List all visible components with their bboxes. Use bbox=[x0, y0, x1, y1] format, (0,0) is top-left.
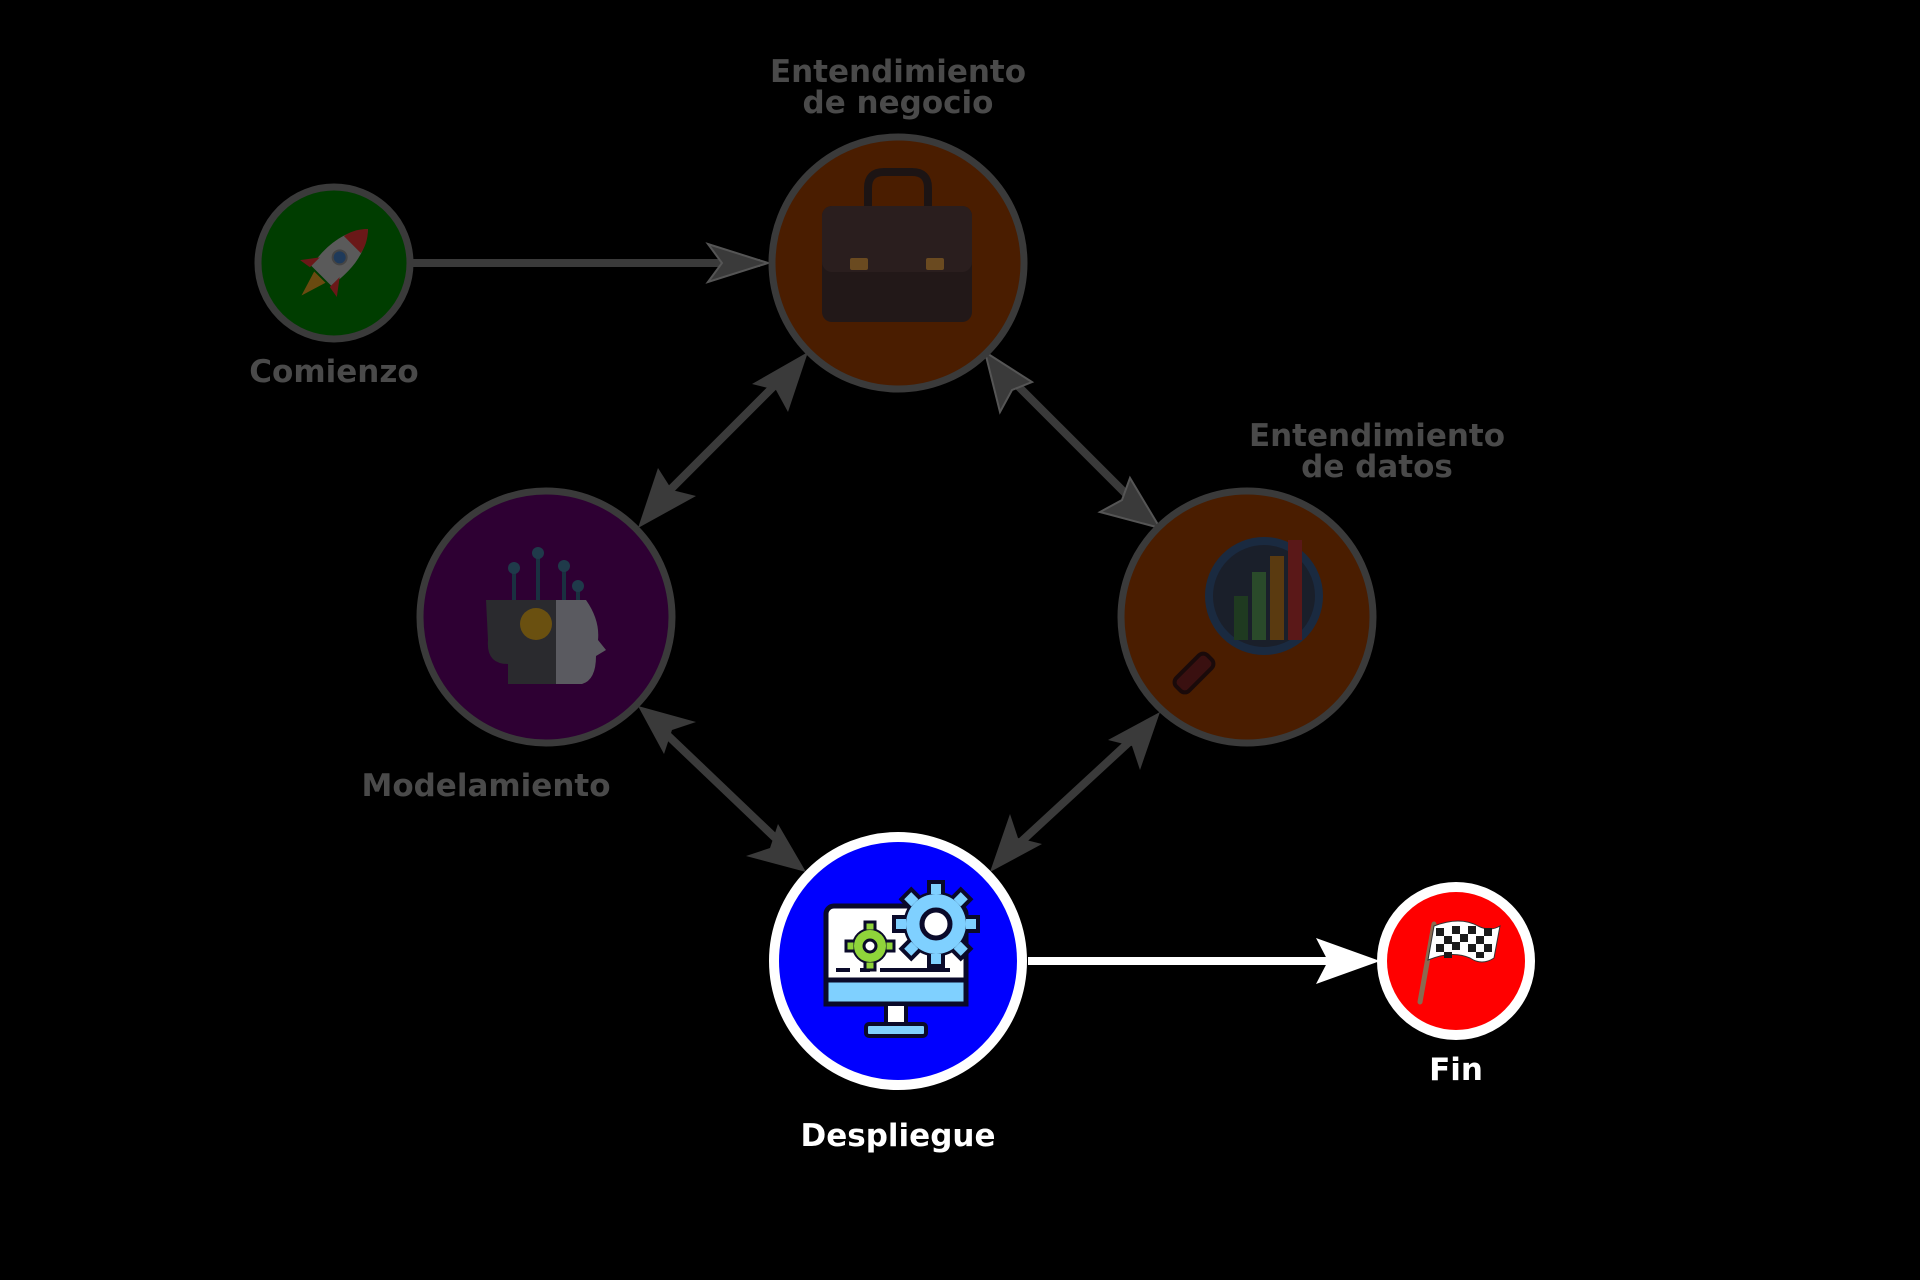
monitor-gears-icon bbox=[823, 880, 980, 1038]
checkered-flag-icon bbox=[1417, 920, 1501, 1005]
edge-business-modeling bbox=[638, 352, 808, 528]
node-business[interactable] bbox=[768, 133, 1028, 393]
ai-head-icon bbox=[486, 547, 606, 684]
node-business-label-line2: de negocio bbox=[803, 85, 994, 121]
node-start-label: Comienzo bbox=[249, 354, 418, 390]
node-modeling[interactable] bbox=[416, 487, 676, 747]
node-deploy-label: Despliegue bbox=[801, 1118, 996, 1154]
node-data-label-line2: de datos bbox=[1301, 449, 1453, 485]
node-deploy[interactable] bbox=[769, 832, 1027, 1090]
briefcase-icon bbox=[822, 168, 972, 322]
node-start[interactable] bbox=[254, 183, 414, 343]
magnifier-chart-icon bbox=[1172, 537, 1323, 695]
rocket-icon bbox=[300, 229, 368, 297]
node-end[interactable] bbox=[1377, 882, 1535, 1040]
node-end-circle bbox=[1377, 882, 1535, 1040]
edge-start-to-business bbox=[412, 242, 772, 284]
node-business-label-line1: Entendimiento bbox=[770, 54, 1026, 90]
edge-modeling-deploy bbox=[638, 706, 806, 872]
edge-data-deploy bbox=[990, 712, 1160, 872]
node-end-label: Fin bbox=[1429, 1052, 1483, 1088]
node-modeling-label: Modelamiento bbox=[361, 768, 610, 804]
edge-business-data bbox=[983, 349, 1163, 530]
node-data-label-line1: Entendimiento bbox=[1249, 418, 1505, 454]
node-data[interactable] bbox=[1117, 487, 1377, 747]
edge-deploy-to-end bbox=[1028, 938, 1380, 984]
